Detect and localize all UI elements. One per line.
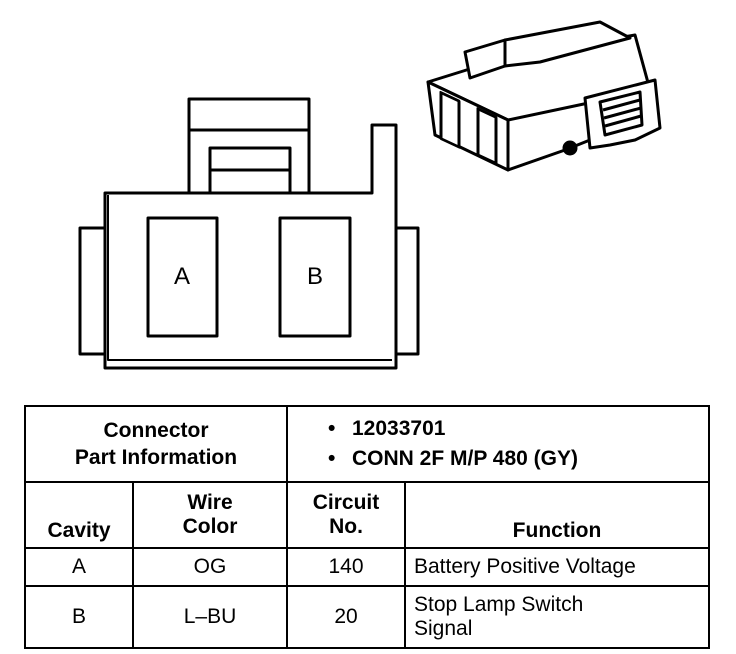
row-circuit: 20: [286, 585, 406, 649]
row-cavity: A: [24, 547, 134, 587]
row-cavity: B: [24, 585, 134, 649]
row-function-line1: Battery Positive Voltage: [414, 555, 636, 578]
connector-type-item: • CONN 2F M/P 480 (GY): [328, 444, 704, 474]
table-row: A OG 140 Battery Positive Voltage: [24, 547, 710, 587]
part-info-title-line1: Connector: [103, 419, 209, 442]
part-info-row: Connector Part Information • 12033701 • CO…: [24, 405, 710, 483]
iso-lock-pin: [562, 140, 578, 156]
header-function: Function: [404, 481, 710, 549]
row-function-line1: Stop Lamp Switch: [414, 593, 584, 616]
bullet-icon: •: [328, 417, 336, 440]
connector-isometric-view: [426, 20, 662, 172]
header-row: Cavity Wire Color Circuit No. Function: [24, 481, 710, 549]
connector-drawing: A B: [78, 20, 662, 370]
row-wire-color: L–BU: [132, 585, 288, 649]
cavity-a-slot: [146, 216, 219, 338]
header-circuit: Circuit No.: [286, 481, 406, 549]
cavity-b-label: B: [307, 263, 323, 290]
row-function: Stop Lamp Switch Signal: [404, 585, 710, 649]
part-number-text: 12033701: [352, 417, 446, 440]
part-info-list-cell: • 12033701 • CONN 2F M/P 480 (GY): [286, 405, 710, 483]
connector-info-table: Connector Part Information • 12033701 • CO…: [24, 405, 710, 649]
cavity-b-slot: [278, 216, 352, 338]
row-wire-color: OG: [132, 547, 288, 587]
header-wire-color-line1: Wire: [187, 491, 233, 514]
left-side-tab: [78, 226, 110, 356]
part-info-title-line2: Part Information: [74, 446, 238, 469]
iso-cavity-b: [476, 107, 498, 165]
row-circuit: 140: [286, 547, 406, 587]
header-wire-color: Wire Color: [132, 481, 288, 549]
part-number-item: • 12033701: [328, 414, 704, 444]
cavity-a-label: A: [174, 263, 190, 290]
row-function-line2: Signal: [414, 617, 473, 640]
header-circuit-line1: Circuit: [312, 491, 380, 514]
right-side-tab: [394, 226, 420, 356]
header-circuit-line2: No.: [329, 515, 363, 538]
table-row: B L–BU 20 Stop Lamp Switch Signal: [24, 585, 710, 649]
connector-face-view: A B: [78, 97, 420, 370]
row-function: Battery Positive Voltage: [404, 547, 710, 587]
header-cavity: Cavity: [24, 481, 134, 549]
part-info-title-cell: Connector Part Information: [24, 405, 288, 483]
connector-type-text: CONN 2F M/P 480 (GY): [352, 447, 578, 470]
iso-cavity-a: [439, 90, 461, 149]
bullet-icon: •: [328, 447, 336, 470]
header-wire-color-line2: Color: [182, 515, 238, 538]
